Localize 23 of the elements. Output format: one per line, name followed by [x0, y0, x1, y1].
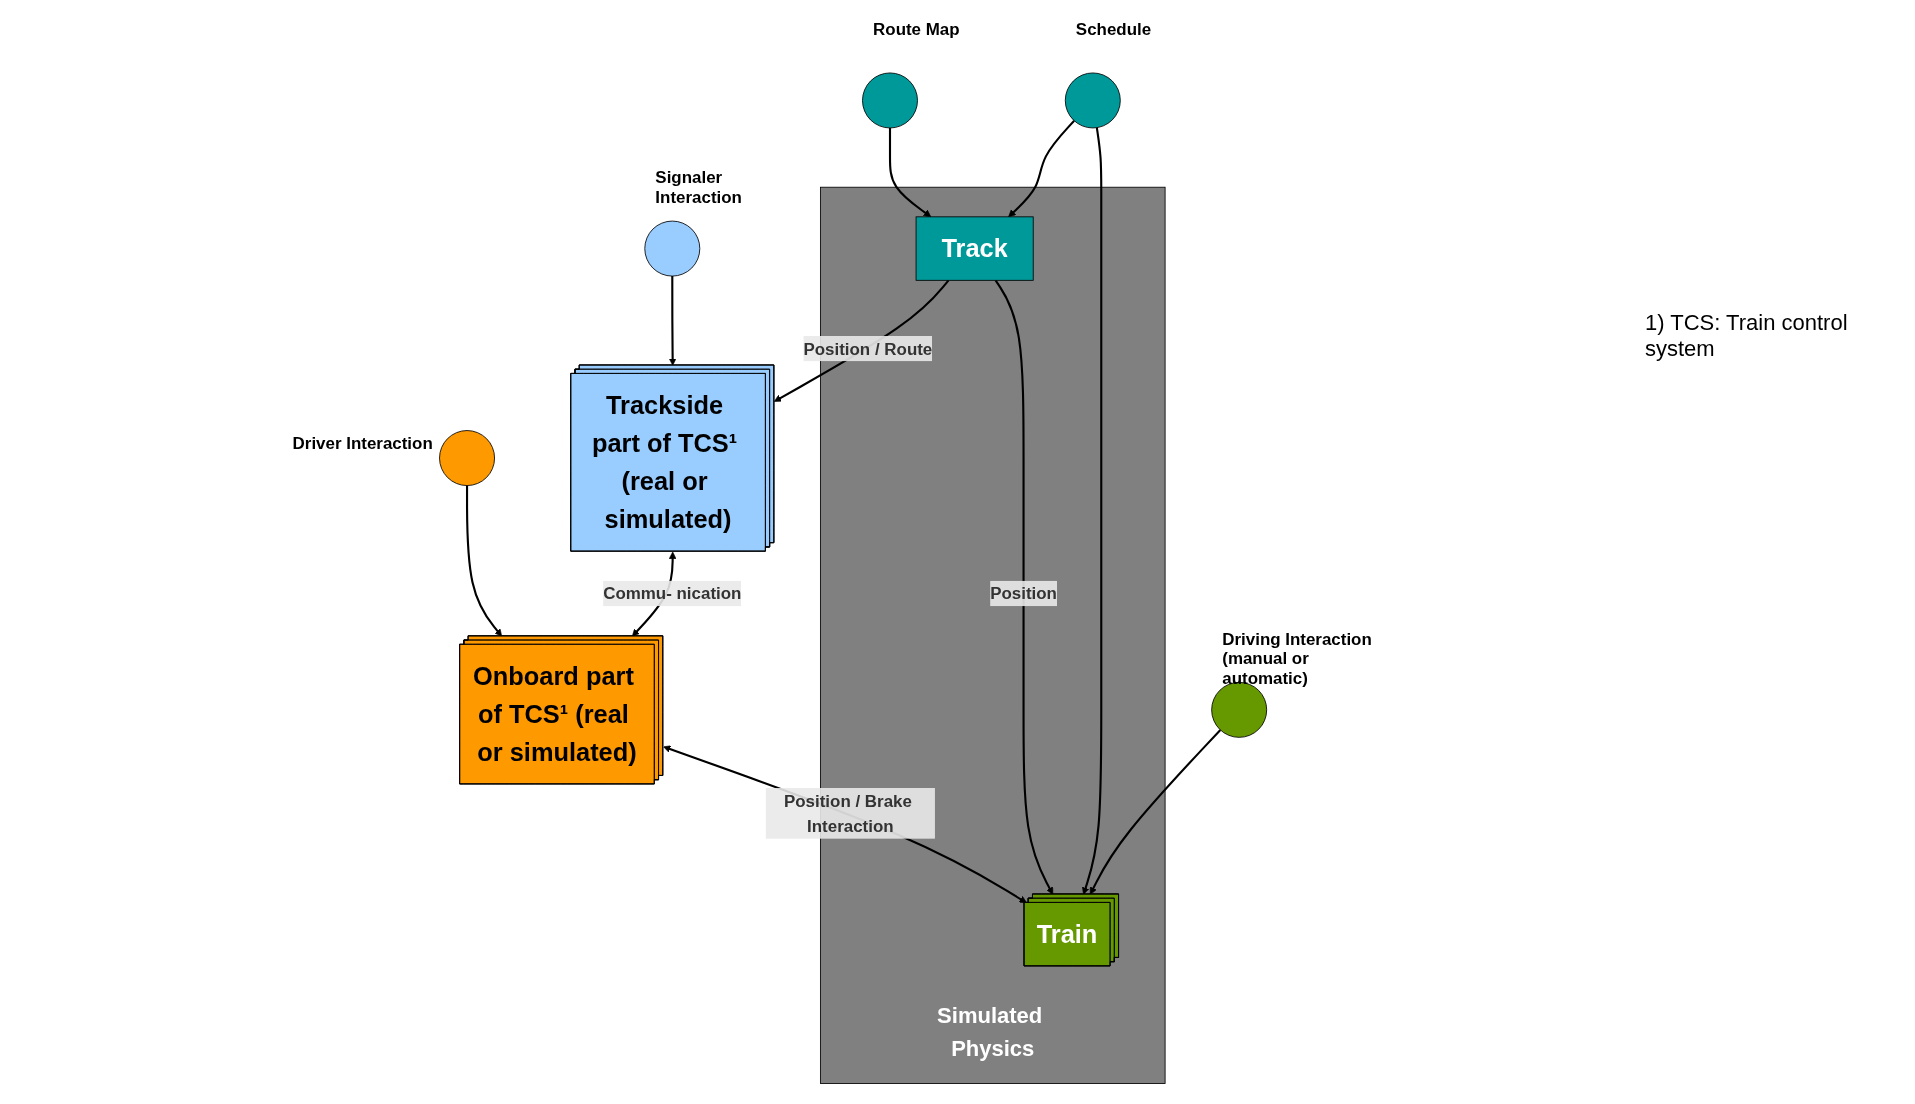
- arrow: [668, 276, 677, 366]
- node-caption: Route Map: [873, 20, 960, 40]
- node-caption: Signaler Interaction: [655, 168, 743, 208]
- node-circle: [644, 220, 701, 277]
- arrow: [466, 485, 503, 637]
- arrow: [888, 127, 932, 218]
- node-caption: Driver Interaction: [292, 433, 433, 454]
- arrow: [1089, 729, 1222, 895]
- node-circle: [1064, 72, 1121, 129]
- node-circle: [439, 430, 495, 486]
- edge-label: Position: [990, 584, 1057, 603]
- arrow: [1082, 127, 1103, 895]
- edge-label: Position / Route: [803, 339, 933, 358]
- arrow: [994, 279, 1054, 895]
- arrow: [773, 279, 950, 402]
- node-caption: Schedule: [1075, 20, 1152, 40]
- node-circle: [862, 72, 918, 129]
- edge-label: Commu- nication: [603, 584, 742, 603]
- node-caption: Driving Interaction (manual or automatic): [1222, 629, 1373, 689]
- node-box: Track: [915, 216, 1034, 281]
- arrow: [1008, 120, 1075, 218]
- arrow: [663, 745, 1027, 904]
- footnote: 1) TCS: Train control system: [1645, 310, 1849, 362]
